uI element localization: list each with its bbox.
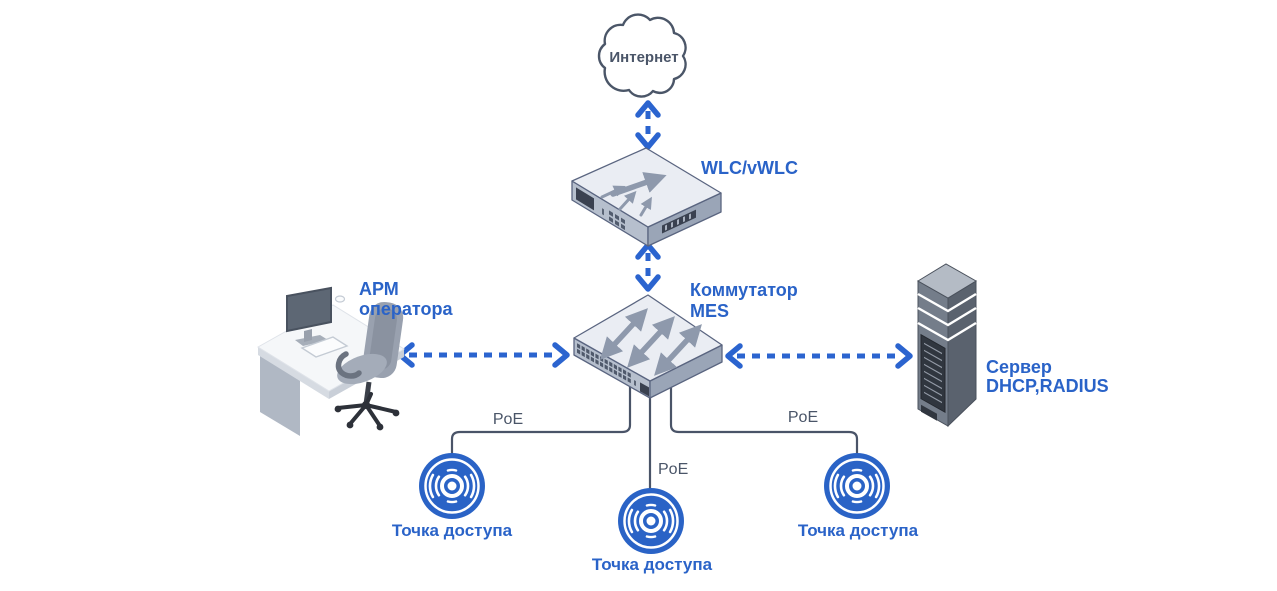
access-point-right xyxy=(822,451,892,521)
wlc-side-slot xyxy=(662,209,696,234)
ap-center-label: Точка доступа xyxy=(592,555,713,574)
switch-traffic-arrows-icon xyxy=(600,308,702,376)
monitor-neck xyxy=(304,329,312,342)
access-point-center xyxy=(616,486,686,556)
switch-port-rows xyxy=(577,343,649,397)
internet-label: Интернет xyxy=(609,49,678,66)
poe-label-right: PoE xyxy=(788,409,818,426)
operator-workstation-illustration xyxy=(257,286,405,436)
monitor-base xyxy=(295,335,328,346)
internet-cloud: Интернет xyxy=(597,13,687,98)
poe-label-center: PoE xyxy=(658,461,688,478)
chair-armrest xyxy=(335,351,362,379)
server-label-line1: Сервер xyxy=(986,357,1052,377)
link-wlc-switch xyxy=(635,242,661,292)
mouse xyxy=(334,295,346,303)
ap-left-label: Точка доступа xyxy=(392,521,513,540)
operator-label-line2: оператора xyxy=(359,299,453,319)
link-switch-server xyxy=(725,343,913,369)
ap-right-label: Точка доступа xyxy=(798,521,919,540)
office-chair xyxy=(334,301,404,431)
poe-wire-right xyxy=(669,384,859,458)
keyboard xyxy=(300,336,349,358)
wlc-device xyxy=(571,147,722,247)
switch-label-line1: Коммутатор xyxy=(690,280,798,300)
desk-leg-panel xyxy=(260,356,300,436)
wifi-icon xyxy=(417,451,487,521)
link-switch-operator xyxy=(397,342,570,368)
mes-switch-device xyxy=(573,294,723,399)
wlc-front-ports xyxy=(576,187,625,231)
link-internet-wlc xyxy=(635,100,661,150)
poe-label-left: PoE xyxy=(493,411,523,428)
monitor-screen xyxy=(286,286,332,333)
access-point-left xyxy=(417,451,487,521)
operator-label-line1: АРМ xyxy=(359,279,399,299)
wlc-traffic-arrows-icon xyxy=(600,172,667,217)
poe-wire-left xyxy=(450,384,632,458)
wifi-icon xyxy=(616,486,686,556)
server-rack-slots xyxy=(920,333,946,421)
switch-label-line2: MES xyxy=(690,301,729,321)
wifi-icon xyxy=(822,451,892,521)
server-tower xyxy=(917,263,977,428)
server-label-line2: DHCP,RADIUS xyxy=(986,376,1109,396)
wlc-label: WLC/vWLC xyxy=(701,158,798,178)
